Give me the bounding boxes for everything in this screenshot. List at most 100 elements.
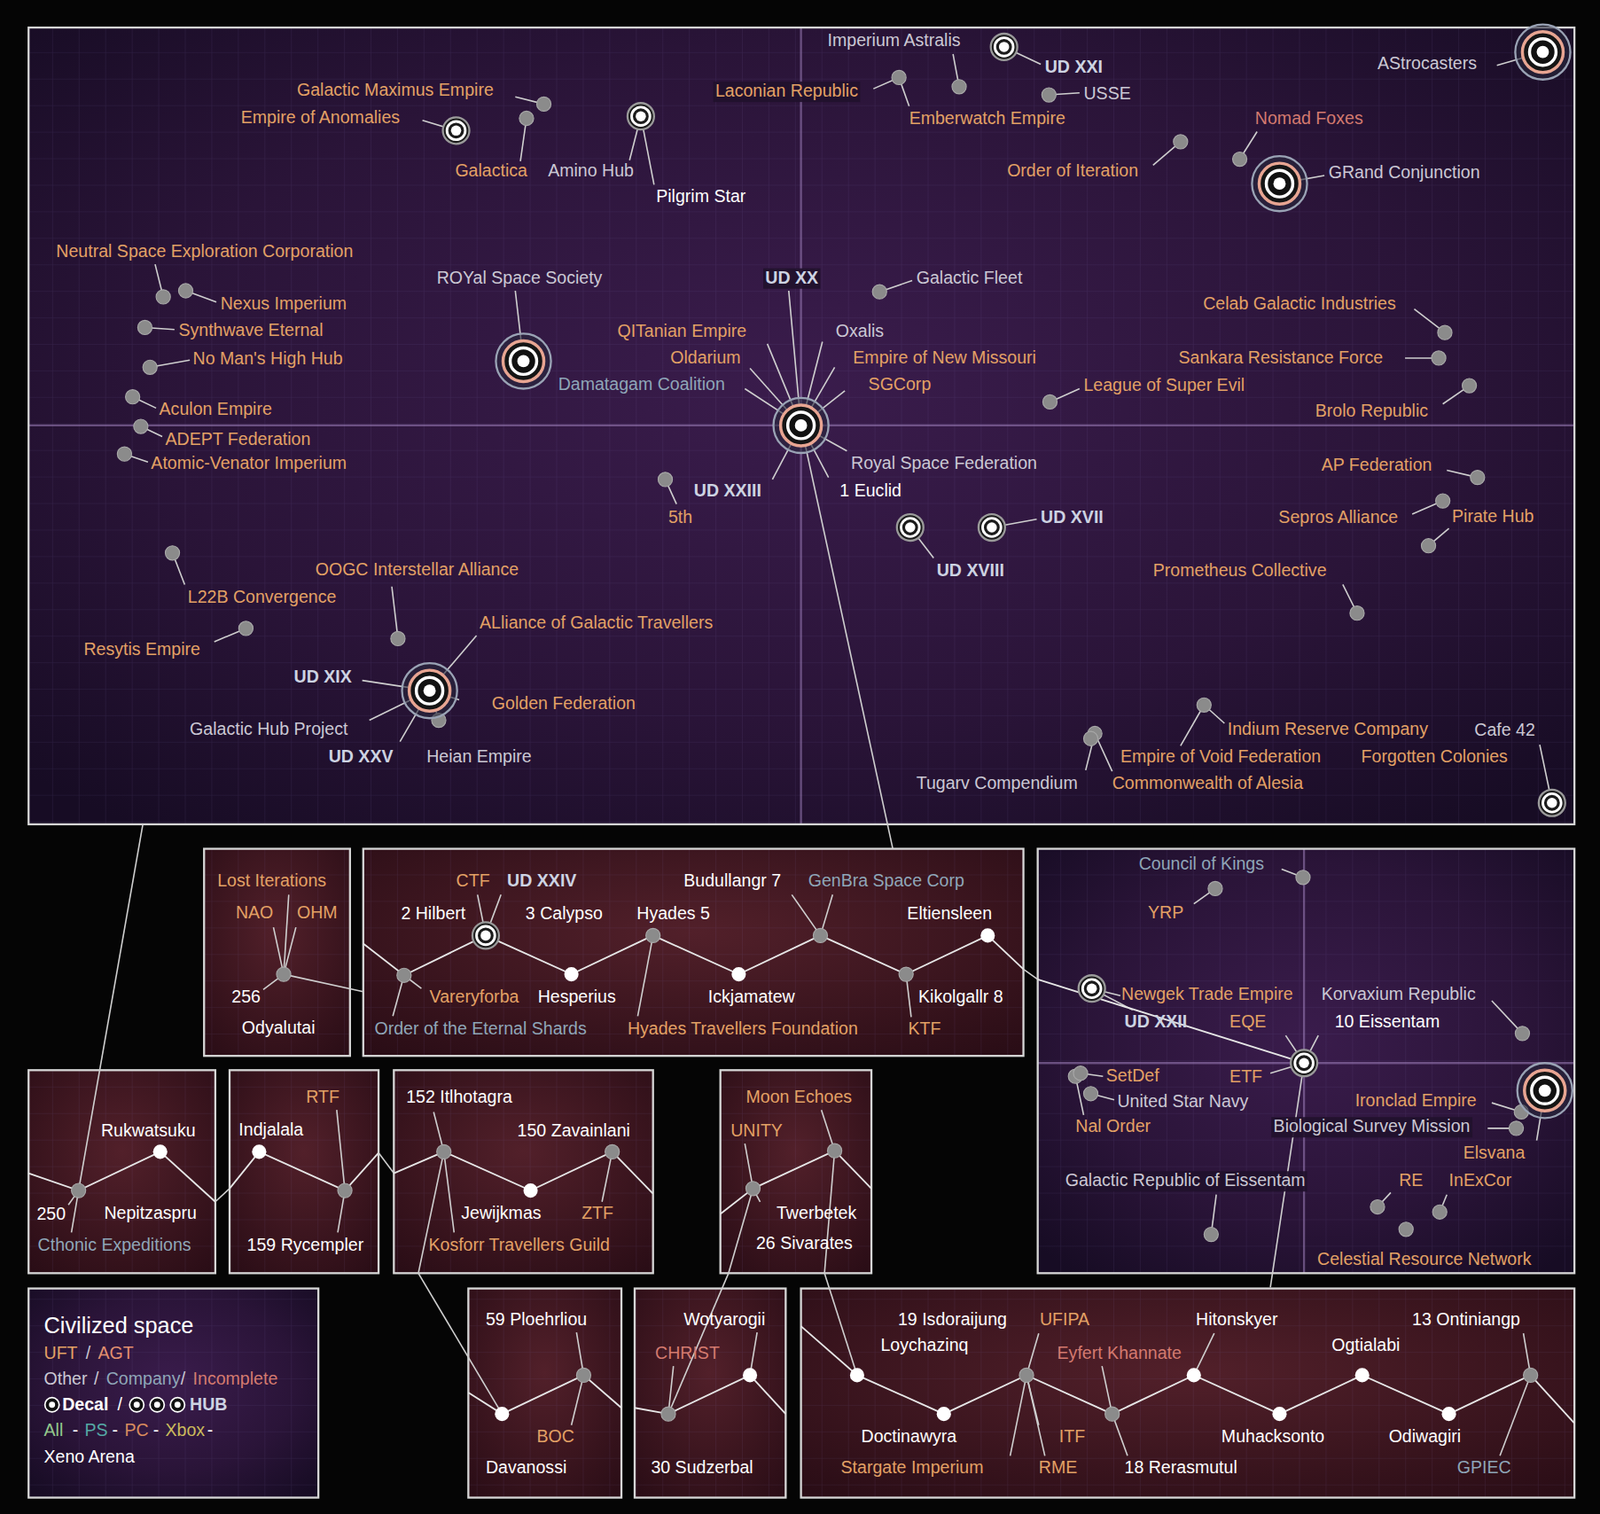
route-line — [363, 935, 1024, 976]
map-label: UD XXV — [328, 746, 394, 767]
map-panel — [203, 849, 351, 1057]
leader-line — [1010, 1374, 1027, 1456]
map-label: Rukwatsuku — [101, 1121, 196, 1142]
map-label: UD XXII — [1124, 1012, 1188, 1033]
decal-marker — [1538, 789, 1566, 817]
system-dot — [1514, 1026, 1530, 1041]
star-dot — [1272, 1406, 1287, 1421]
leader-line — [1023, 968, 1039, 980]
map-label: / — [117, 1394, 122, 1415]
map-label: Pilgrim Star — [655, 187, 746, 208]
map-label: ROYal Space Society — [437, 268, 603, 289]
map-label: Oldarium — [670, 347, 741, 368]
leader-line — [571, 1374, 585, 1425]
system-dot — [891, 70, 906, 85]
decal-center — [999, 41, 1010, 53]
map-label: Order of the Eternal Shards — [374, 1019, 586, 1040]
panel-grid — [720, 1069, 872, 1273]
map-label: Doctinawyra — [861, 1427, 958, 1448]
map-label: 150 Zavainlani — [517, 1121, 631, 1142]
map-label: Company — [106, 1369, 181, 1390]
hub-ring — [1521, 31, 1563, 73]
map-label: Celestial Resource Network — [1317, 1249, 1531, 1271]
star-dot — [980, 928, 995, 943]
map-label: Biological Survey Mission — [1271, 1116, 1472, 1138]
map-label: Elsvana — [1463, 1143, 1526, 1164]
map-label: ETF — [1229, 1067, 1263, 1088]
system-dot — [872, 284, 887, 299]
system-dot — [397, 967, 412, 983]
system-dot — [1508, 1121, 1523, 1136]
star-dot — [251, 1144, 266, 1159]
map-label: 1 Euclid — [839, 481, 902, 502]
map-label: Sepros Alliance — [1278, 507, 1398, 529]
legend-symbol-center — [48, 1401, 55, 1408]
system-dot — [576, 1367, 591, 1382]
map-label: Commonwealth of Alesia — [1112, 772, 1304, 794]
star-dot — [494, 1406, 509, 1421]
map-label: - — [72, 1420, 79, 1442]
hub-inner — [416, 677, 444, 704]
system-dot — [1370, 1199, 1385, 1214]
map-label: League of Super Evil — [1083, 375, 1245, 397]
map-label: Galactica — [454, 161, 528, 182]
system-dot — [1073, 1066, 1088, 1081]
map-label: RME — [1038, 1458, 1078, 1479]
map-panel — [720, 1069, 872, 1273]
map-label: Royal Space Federation — [850, 453, 1038, 475]
hub-inner — [1529, 39, 1556, 66]
map-label: SGCorp — [868, 374, 932, 395]
decal-center — [1086, 983, 1098, 994]
decal-center — [1546, 797, 1558, 809]
leader-line — [728, 1188, 754, 1274]
map-label: ZTF — [581, 1203, 614, 1225]
system-dot — [1350, 606, 1365, 621]
map-label: Galactic Hub Project — [189, 718, 348, 740]
hub-ring — [409, 670, 451, 711]
decal-ring — [632, 107, 651, 126]
map-label: Empire of Anomalies — [241, 108, 400, 129]
system-dot — [156, 289, 171, 305]
map-label: Aculon Empire — [159, 399, 273, 421]
map-label: 13 Ontiniangp — [1412, 1310, 1521, 1331]
panel-border — [634, 1288, 786, 1499]
panel-grid — [28, 1069, 216, 1273]
map-label: Eyfert Khannate — [1057, 1343, 1182, 1365]
map-label: Galactic Republic of Eissentam — [1062, 1170, 1307, 1192]
panel-grid — [363, 849, 1024, 1057]
panel-grid — [28, 1288, 319, 1499]
system-dot — [1203, 1227, 1218, 1242]
system-dot — [812, 928, 828, 943]
map-label: 3 Calypso — [525, 904, 603, 925]
hub-outer — [495, 333, 551, 389]
system-dot — [536, 96, 551, 111]
map-label: Loychazinq — [880, 1335, 968, 1357]
map-label: Synthwave Eternal — [178, 320, 323, 341]
map-label: Vareryforba — [429, 987, 520, 1008]
panel-border — [720, 1069, 872, 1273]
map-label: Brolo Republic — [1315, 400, 1429, 422]
decal-center — [986, 522, 998, 533]
map-panel — [229, 1069, 379, 1273]
map-label: 159 Rycempler — [247, 1235, 365, 1257]
system-dot — [117, 446, 132, 461]
hub-ring — [780, 405, 822, 446]
map-panel — [468, 1288, 622, 1499]
map-label: UFIPA — [1039, 1310, 1090, 1331]
map-label: Hyades 5 — [636, 904, 711, 925]
system-dot — [1173, 134, 1188, 149]
legend-symbol — [170, 1397, 185, 1413]
map-label: Nomad Foxes — [1255, 109, 1364, 130]
map-label: Empire of Void Federation — [1120, 746, 1321, 767]
system-dot — [745, 1181, 760, 1196]
map-label: Civilized space — [43, 1312, 194, 1340]
decal-center — [480, 930, 492, 942]
route-line — [1038, 979, 1304, 1063]
system-dot — [71, 1183, 86, 1198]
map-label: - — [207, 1420, 214, 1442]
leader-line — [1026, 1374, 1046, 1456]
map-panel — [28, 1288, 319, 1499]
map-label: L22B Convergence — [187, 587, 337, 609]
hub-center — [423, 684, 437, 697]
